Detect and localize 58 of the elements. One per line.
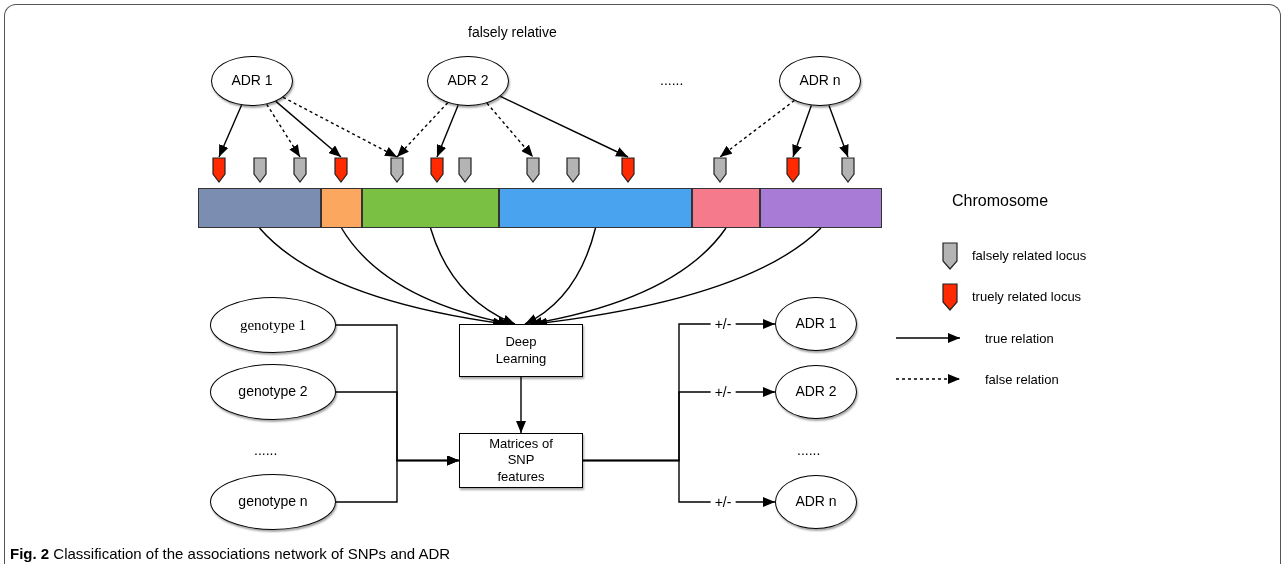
edge-label: +/- (710, 317, 736, 331)
dashed-arrow (282, 96, 398, 158)
dashed-arrow (719, 99, 796, 158)
ellipse-node: ADR 1 (775, 297, 857, 351)
locus-marker (334, 157, 348, 183)
edge-label: +/- (710, 385, 736, 399)
dashed-arrow (396, 102, 449, 158)
arrow (429, 227, 516, 325)
arrow (436, 104, 459, 158)
ellipsis: ...... (254, 441, 278, 460)
arrow (524, 227, 597, 325)
ellipse-node: ADR n (775, 475, 857, 529)
ellipsis: ...... (660, 71, 684, 90)
figure-caption: Fig. 2 Classification of the associations network of SNPs and ADR (10, 544, 451, 564)
locus-marker (621, 157, 635, 183)
legend-text: truely related locus (972, 289, 1082, 303)
ellipse-node: genotype 2 (210, 364, 336, 420)
locus-marker (458, 157, 472, 183)
arrow (792, 104, 813, 158)
locus-marker (212, 157, 226, 183)
chromosome-segment (362, 188, 499, 228)
chromosome-segment (198, 188, 321, 228)
ellipsis: ...... (797, 441, 821, 460)
heading-label: falsely relative (468, 23, 557, 42)
locus-marker (253, 157, 267, 183)
locus-marker (526, 157, 540, 183)
dashed-arrow (486, 102, 534, 158)
locus-marker (293, 157, 307, 183)
ellipse-node: ADR 1 (211, 56, 293, 106)
ellipse-node: ADR n (779, 56, 861, 106)
ellipse-node: ADR 2 (775, 365, 857, 419)
ellipse-node: genotype n (210, 474, 336, 530)
arrow (516, 376, 526, 434)
chromosome-segment (760, 188, 882, 228)
process-box: Matrices of SNP features (459, 433, 583, 488)
locus-marker (786, 157, 800, 183)
locus-marker (390, 157, 404, 183)
ellipse-node: genotype 1 (210, 297, 336, 353)
locus-marker (841, 157, 855, 183)
process-box: Deep Learning (459, 324, 583, 377)
edge-label: +/- (710, 495, 736, 509)
locus-marker (566, 157, 580, 183)
arrow (582, 459, 776, 507)
ellipse-node: ADR 2 (427, 56, 509, 106)
legend-text: true relation (985, 331, 1054, 345)
chromosome-segment (321, 188, 362, 228)
chromosome-segment (692, 188, 760, 228)
locus-marker (713, 157, 727, 183)
chromosome-segment (499, 188, 692, 228)
locus-marker (430, 157, 444, 183)
legend-text: falsely related locus (972, 248, 1087, 262)
arrow (828, 104, 849, 158)
arrow (218, 104, 243, 158)
arrow (275, 100, 342, 158)
legend-text: false relation (985, 372, 1059, 386)
arrow (335, 455, 460, 503)
chromosome-label: Chromosome (952, 191, 1049, 211)
arrow (499, 95, 629, 158)
